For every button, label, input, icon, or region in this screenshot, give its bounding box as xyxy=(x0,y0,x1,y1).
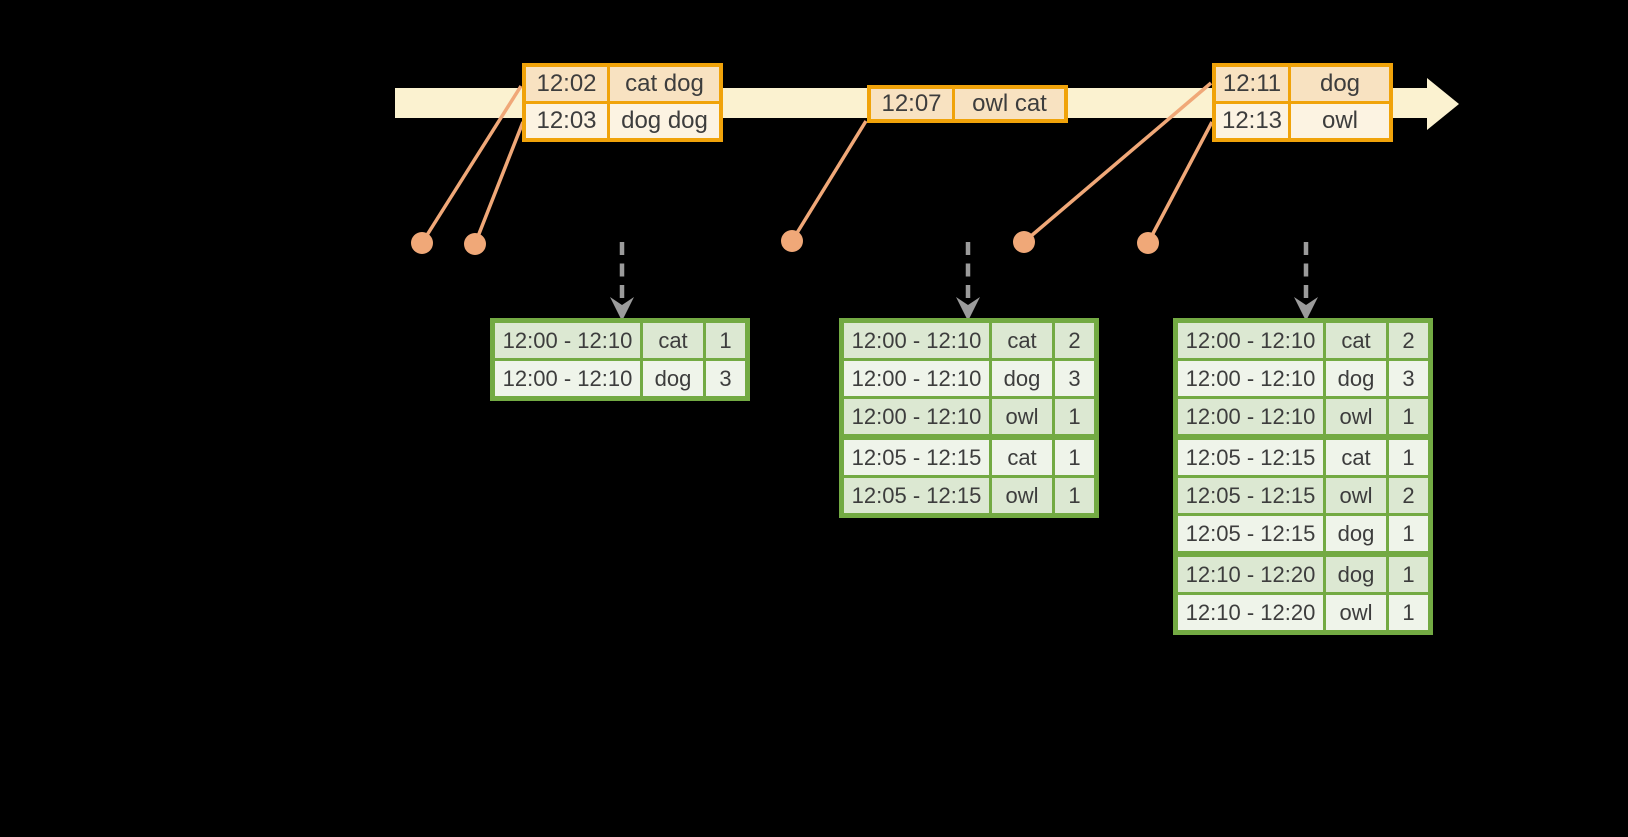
table-cell: 3 xyxy=(1389,361,1428,396)
table-cell: 12:05 - 12:15 xyxy=(844,440,992,475)
table-cell: cat xyxy=(1326,323,1389,358)
event-dot-icon xyxy=(411,232,433,254)
table-cell: dog xyxy=(1326,361,1389,396)
table-cell: 12:10 - 12:20 xyxy=(1178,595,1326,630)
table-cell: 1 xyxy=(1055,478,1094,513)
table-cell: owl xyxy=(1326,399,1389,434)
table-cell: dog xyxy=(1326,516,1389,551)
trigger-down-arrow-icon xyxy=(956,297,980,321)
table-cell: 12:05 - 12:15 xyxy=(1178,478,1326,513)
event-dot-icon xyxy=(1137,232,1159,254)
table-cell: 1 xyxy=(1389,595,1428,630)
table-cell: 12:00 - 12:10 xyxy=(844,323,992,358)
table-cell: 2 xyxy=(1389,478,1428,513)
table-cell: 12:00 - 12:10 xyxy=(495,323,643,358)
table-cell: 3 xyxy=(706,361,745,396)
table-cell: dog xyxy=(992,361,1055,396)
table-cell: 1 xyxy=(1389,516,1428,551)
table-cell: 12:11 xyxy=(1216,67,1291,101)
table-cell: dog dog xyxy=(610,104,719,138)
event-dots xyxy=(411,230,1159,255)
table-cell: cat xyxy=(643,323,706,358)
table-cell: 12:05 - 12:15 xyxy=(1178,516,1326,551)
table-cell: 12:00 - 12:10 xyxy=(1178,323,1326,358)
table-cell: cat xyxy=(992,440,1055,475)
event-dot-icon xyxy=(1013,231,1035,253)
table-cell: 12:13 xyxy=(1216,104,1291,138)
table-cell: 1 xyxy=(1389,440,1428,475)
table-cell: owl cat xyxy=(955,89,1064,119)
table-cell: 3 xyxy=(1055,361,1094,396)
event-line xyxy=(473,121,525,245)
table-cell: 2 xyxy=(1389,323,1428,358)
table-cell: 12:05 - 12:15 xyxy=(1178,440,1326,475)
table-cell: 12:05 - 12:15 xyxy=(844,478,992,513)
event-line xyxy=(1022,81,1213,244)
table-cell: owl xyxy=(1291,104,1389,138)
trigger-down-arrow-icon xyxy=(610,297,634,321)
table-cell: 1 xyxy=(1055,440,1094,475)
event-line xyxy=(790,120,868,242)
table-cell: owl xyxy=(1326,478,1389,513)
timeline-arrow-right-icon xyxy=(1427,78,1459,130)
table-cell: 12:00 - 12:10 xyxy=(844,399,992,434)
trigger-down-arrow-icon xyxy=(1294,297,1318,321)
table-cell: 1 xyxy=(706,323,745,358)
event-line xyxy=(1146,121,1214,244)
event-dot-icon xyxy=(464,233,486,255)
event-leader-lines xyxy=(420,81,1214,245)
event-dot-icon xyxy=(781,230,803,252)
table-cell: cat dog xyxy=(610,67,719,101)
table-cell: 1 xyxy=(1389,557,1428,592)
table-cell: 12:00 - 12:10 xyxy=(1178,399,1326,434)
table-cell: 12:00 - 12:10 xyxy=(495,361,643,396)
table-cell: 2 xyxy=(1055,323,1094,358)
table-cell: 12:07 xyxy=(871,89,955,119)
event-line xyxy=(420,85,523,244)
table-cell: dog xyxy=(1326,557,1389,592)
table-cell: 12:02 xyxy=(526,67,610,101)
table-cell: 12:00 - 12:10 xyxy=(1178,361,1326,396)
table-cell: 12:10 - 12:20 xyxy=(1178,557,1326,592)
trigger-arrows xyxy=(619,242,1309,300)
table-cell: owl xyxy=(1326,595,1389,630)
table-cell: cat xyxy=(992,323,1055,358)
table-cell: cat xyxy=(1326,440,1389,475)
table-cell: 12:00 - 12:10 xyxy=(844,361,992,396)
table-cell: dog xyxy=(1291,67,1389,101)
table-cell: 12:03 xyxy=(526,104,610,138)
table-cell: owl xyxy=(992,399,1055,434)
table-cell: owl xyxy=(992,478,1055,513)
table-cell: 1 xyxy=(1389,399,1428,434)
table-cell: 1 xyxy=(1055,399,1094,434)
table-cell: dog xyxy=(643,361,706,396)
trigger-arrowheads xyxy=(610,297,1318,321)
